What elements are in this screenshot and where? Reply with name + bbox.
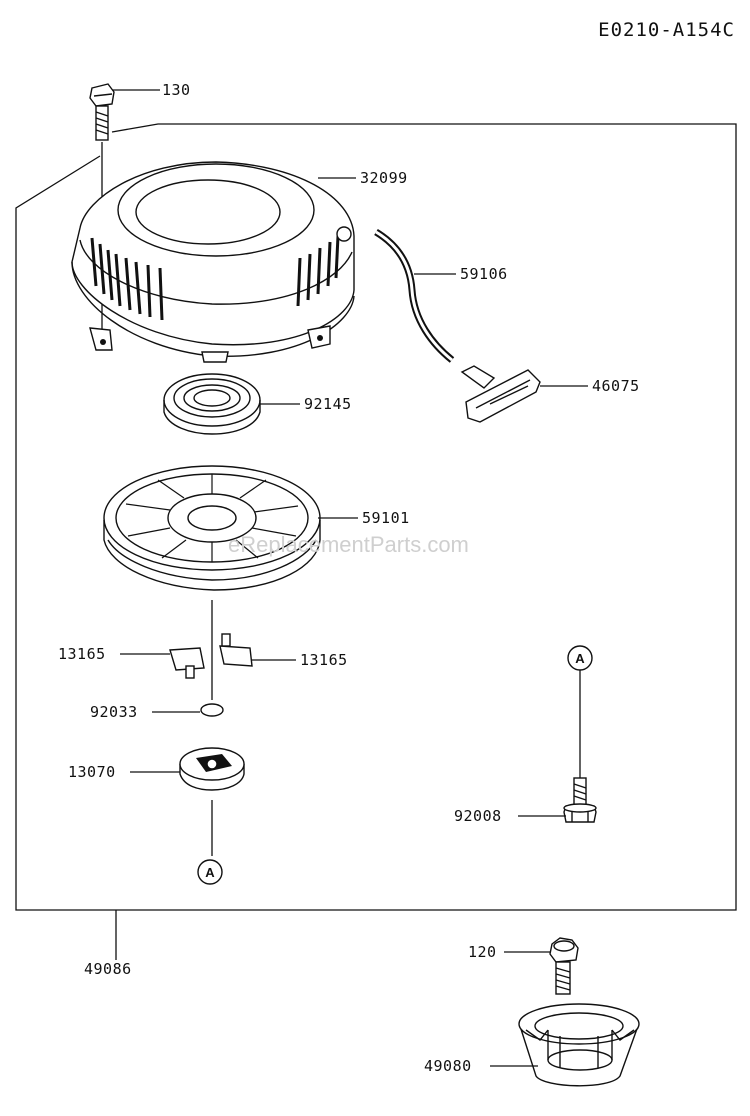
diagram-code: E0210-A154C (598, 19, 735, 41)
washer-part (200, 703, 224, 717)
starter-rope-inner (375, 230, 453, 362)
pawl-left-part (169, 647, 205, 679)
reference-marker-a-lower-label: A (205, 865, 215, 880)
starter-handle-part (460, 365, 541, 423)
recoil-spring-part (163, 373, 261, 435)
recoil-housing-part (71, 161, 355, 363)
part-label-59101: 59101 (362, 509, 410, 527)
starter-cup-part (518, 1003, 640, 1087)
watermark: eReplacementParts.com (228, 532, 469, 557)
part-label-92033: 92033 (90, 703, 138, 721)
reference-marker-a-lower (197, 859, 223, 885)
part-label-130: 130 (162, 81, 191, 99)
ratchet-part (179, 747, 245, 791)
reference-marker-a-upper-label: A (575, 651, 585, 666)
part-label-59106: 59106 (460, 265, 508, 283)
part-label-46075: 46075 (592, 377, 640, 395)
starter-pulley-part (103, 465, 321, 591)
assembly-frame (15, 123, 737, 911)
part-label-13165-right: 13165 (300, 651, 348, 669)
bolt-120-part (549, 937, 579, 995)
bolt-92008-part (563, 777, 597, 823)
part-label-13070: 13070 (68, 763, 116, 781)
part-label-92145: 92145 (304, 395, 352, 413)
part-label-32099: 32099 (360, 169, 408, 187)
part-label-49086: 49086 (84, 960, 132, 978)
pawl-right-part (219, 633, 253, 667)
part-label-92008: 92008 (454, 807, 502, 825)
part-label-49080: 49080 (424, 1057, 472, 1075)
part-label-120: 120 (468, 943, 497, 961)
part-label-13165-left: 13165 (58, 645, 106, 663)
